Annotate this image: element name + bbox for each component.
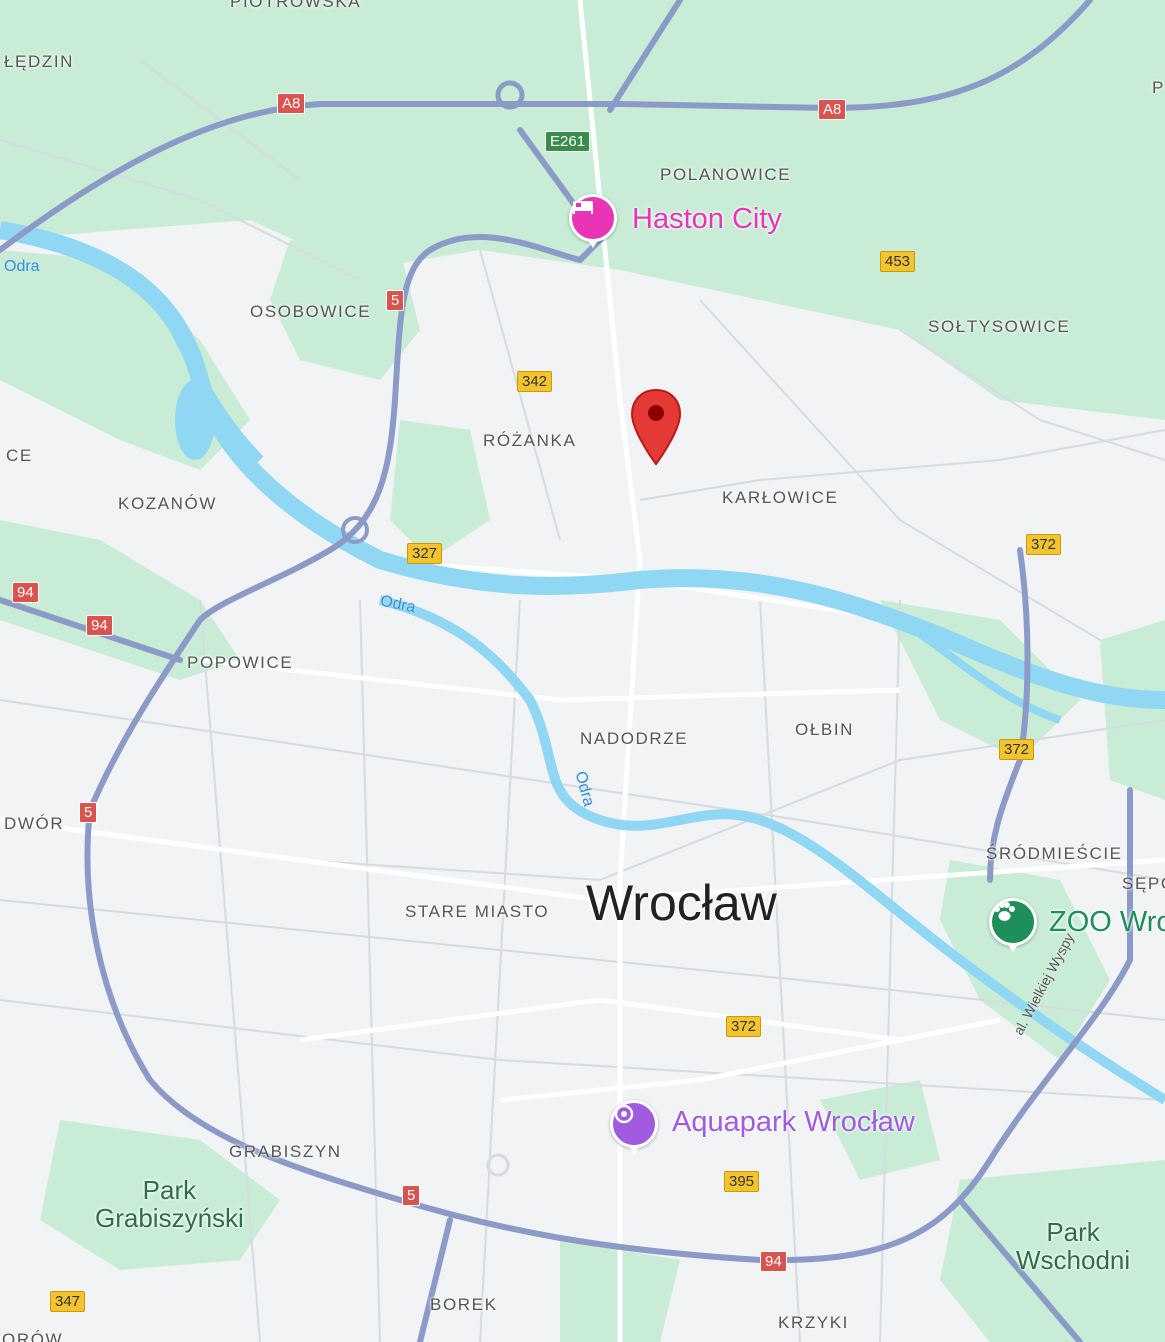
district-rozanka: RÓŻANKA [483, 431, 577, 450]
district-ce: CE [6, 446, 33, 465]
district-dwor: DWÓR [4, 814, 65, 833]
aquapark-icon[interactable] [610, 1100, 658, 1154]
road-shield-a8: A8 [818, 99, 847, 120]
district-soltysowice: SOŁTYSOWICE [928, 317, 1071, 336]
road-shield-372: 372 [999, 739, 1035, 760]
city-label: Wrocław [586, 875, 777, 931]
district-olbin: OŁBIN [795, 720, 855, 739]
road-shield-327: 327 [407, 543, 443, 564]
park-grabiszynski: Park Grabiszyński [95, 1175, 244, 1233]
district-osobowice: OSOBOWICE [250, 302, 372, 321]
road-shield-347: 347 [50, 1291, 86, 1312]
paw-icon[interactable] [989, 898, 1037, 952]
district-polanowice: POLANOWICE [660, 165, 792, 184]
district-p-edge: P [1152, 78, 1165, 97]
district-nadodrze: NADODRZE [580, 729, 689, 748]
district-sepo: SĘPO [1122, 874, 1165, 893]
road-shield-94: 94 [12, 582, 39, 603]
road-shield-395: 395 [724, 1171, 760, 1192]
district-grabiszyn: GRABISZYN [229, 1142, 342, 1161]
road-shield-e261: E261 [545, 131, 591, 152]
district-srodmiescie: ŚRÓDMIEŚCIE [986, 844, 1123, 863]
district-kozanow: KOZANÓW [118, 494, 218, 513]
minor-roads [0, 59, 1165, 1342]
district-borek: BOREK [430, 1295, 498, 1314]
hotel-icon[interactable] [569, 194, 617, 248]
district-krzyki: KRZYKI [778, 1313, 850, 1332]
district-popowice: POPOWICE [187, 653, 294, 672]
road-shield-94: 94 [760, 1251, 787, 1272]
road-shield-a8: A8 [277, 93, 306, 114]
poi-zoo[interactable]: ZOO Wro [1049, 906, 1165, 938]
park-wschodni: Park Wschodni [1016, 1217, 1131, 1275]
road-shield-5: 5 [402, 1185, 421, 1206]
poi-haston-city[interactable]: Haston City [632, 203, 782, 235]
road-shield-5: 5 [79, 802, 98, 823]
road-shield-342: 342 [517, 371, 553, 392]
poi-aquapark[interactable]: Aquapark Wrocław [672, 1106, 915, 1138]
road-shield-94: 94 [86, 615, 113, 636]
river-label-odra: Odra [4, 258, 40, 275]
district-karlowice: KARŁOWICE [722, 488, 839, 507]
road-shield-5: 5 [386, 290, 405, 311]
district-stare-miasto: STARE MIASTO [405, 902, 550, 921]
road-shield-453: 453 [880, 251, 916, 272]
road-shield-372: 372 [1026, 534, 1062, 555]
location-pin-icon[interactable] [628, 388, 684, 468]
district-redzin: ŁĘDZIN [4, 52, 75, 71]
district-borow: ORÓW [2, 1330, 64, 1342]
district-piotrowska: PIOTROWSKA [230, 0, 362, 11]
road-shield-372: 372 [726, 1016, 762, 1037]
